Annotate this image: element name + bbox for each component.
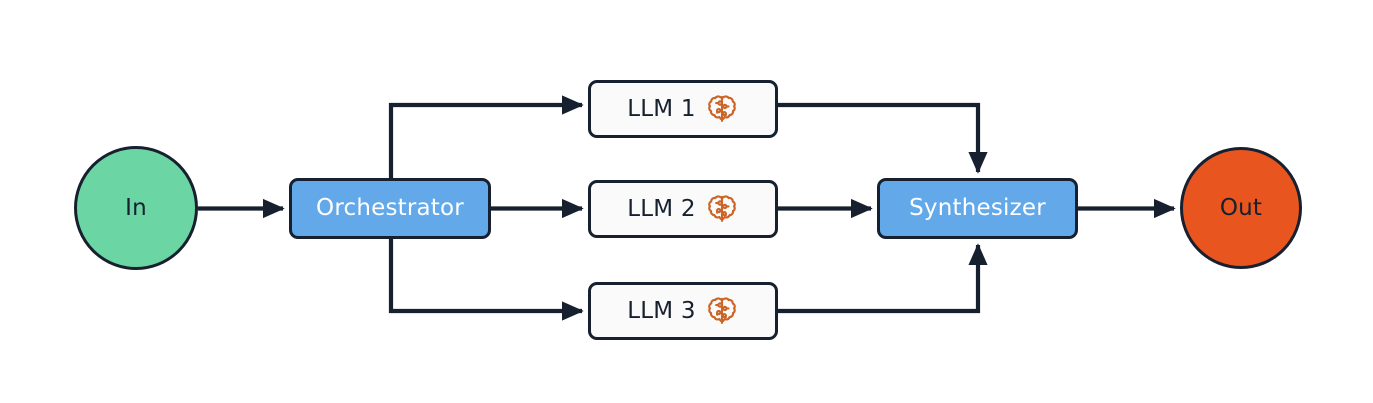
node-llm2[interactable]: LLM 2	[588, 180, 778, 238]
node-out[interactable]: Out	[1180, 147, 1302, 269]
edge-orchestrator-llm3	[388, 239, 584, 321]
node-llm3-label: LLM 3	[627, 297, 696, 324]
edge-llm3-synthesizer	[778, 243, 988, 314]
node-llm3[interactable]: LLM 3	[588, 282, 778, 340]
node-llm1-label: LLM 1	[627, 95, 696, 122]
node-synthesizer-label: Synthesizer	[909, 195, 1046, 221]
brain-icon	[707, 297, 736, 324]
edge-llm1-synthesizer	[778, 102, 988, 174]
node-llm2-label: LLM 2	[627, 195, 696, 222]
node-out-label: Out	[1219, 194, 1263, 221]
brain-icon	[707, 195, 736, 222]
node-in-label: In	[125, 194, 147, 221]
brain-icon	[707, 95, 736, 122]
node-orchestrator[interactable]: Orchestrator	[289, 178, 491, 239]
node-orchestrator-label: Orchestrator	[316, 195, 464, 221]
node-in[interactable]: In	[74, 146, 198, 270]
edge-orchestrator-llm1	[388, 95, 584, 178]
node-synthesizer[interactable]: Synthesizer	[877, 178, 1078, 239]
node-llm1[interactable]: LLM 1	[588, 80, 778, 138]
